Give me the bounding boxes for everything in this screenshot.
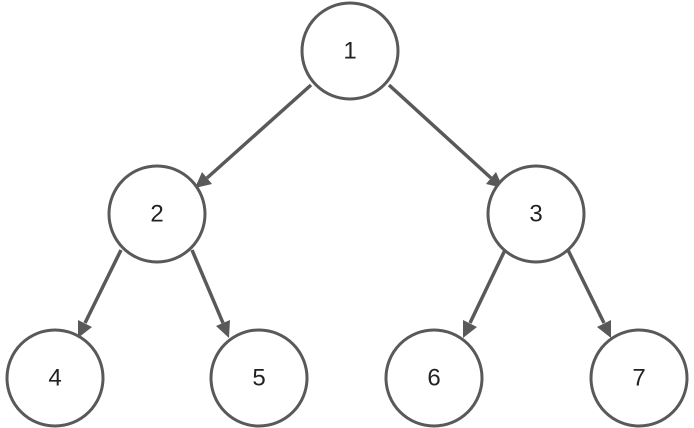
node-label: 1	[343, 38, 356, 65]
node-label: 3	[529, 201, 542, 228]
node-circle	[300, 1, 400, 101]
edge-2-to-5	[190, 249, 230, 338]
node-circle	[5, 328, 105, 428]
edge-2-to-4	[78, 249, 123, 338]
tree-node-5: 5	[209, 328, 309, 428]
node-label: 7	[632, 365, 645, 392]
tree-nodes: 1 2 3 4 5 6 7	[5, 1, 689, 428]
node-circle	[486, 164, 586, 264]
edge-1-to-3	[387, 83, 503, 188]
tree-node-3: 3	[486, 164, 586, 264]
node-label: 5	[252, 365, 265, 392]
tree-node-6: 6	[384, 328, 484, 428]
node-label: 6	[427, 365, 440, 392]
tree-node-4: 4	[5, 328, 105, 428]
node-label: 2	[150, 201, 163, 228]
tree-node-2: 2	[107, 164, 207, 264]
tree-edges	[78, 83, 611, 338]
tree-node-1: 1	[300, 1, 400, 101]
edge-3-to-7	[566, 249, 611, 338]
node-label: 4	[48, 365, 61, 392]
node-circle	[384, 328, 484, 428]
tree-node-7: 7	[589, 328, 689, 428]
node-circle	[107, 164, 207, 264]
node-circle	[209, 328, 309, 428]
edge-1-to-2	[195, 83, 313, 188]
edge-3-to-6	[463, 249, 507, 338]
node-circle	[589, 328, 689, 428]
